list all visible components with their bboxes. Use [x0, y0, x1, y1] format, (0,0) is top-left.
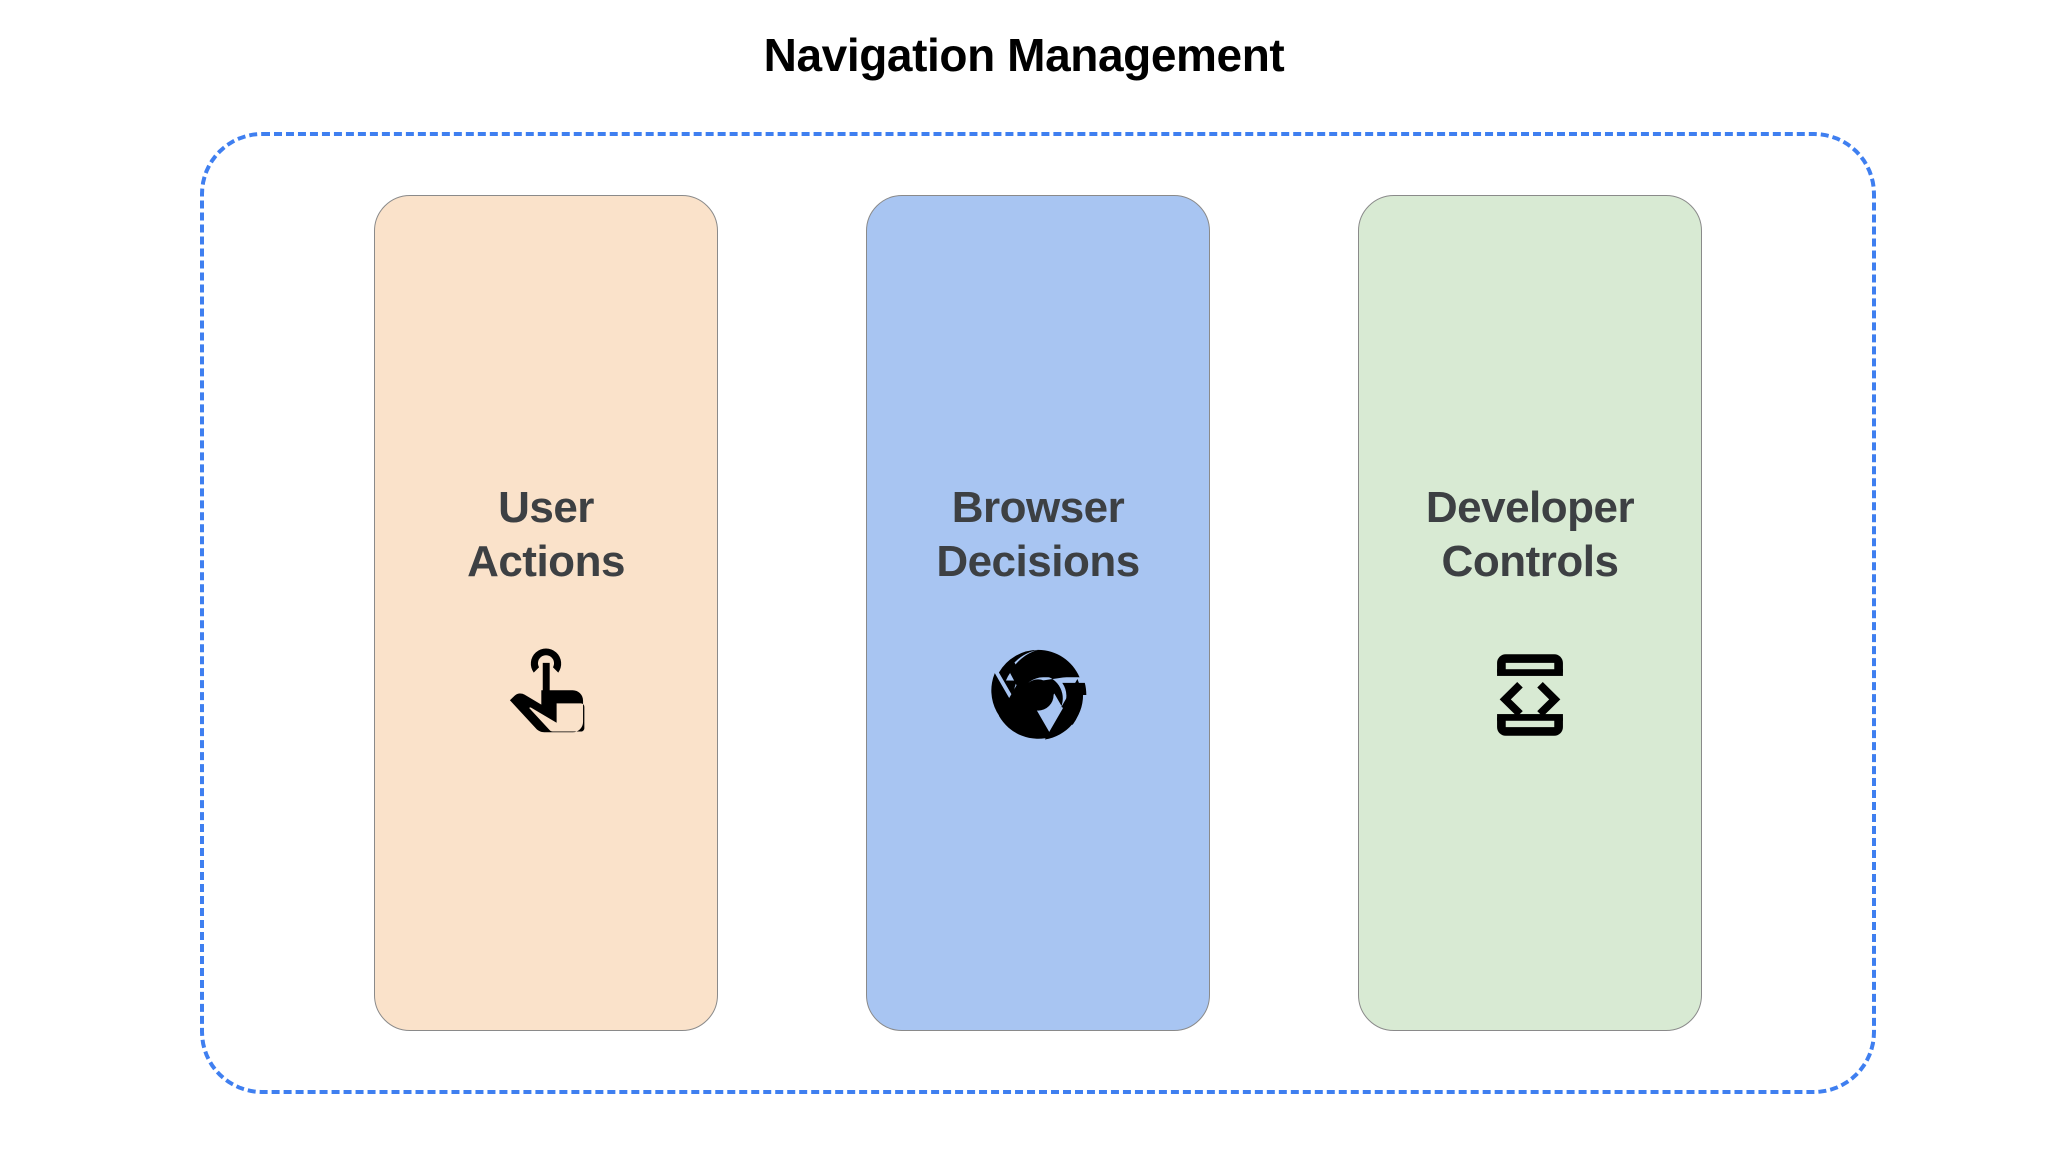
- page-title: Navigation Management: [763, 29, 1285, 81]
- card-browser-decisions[interactable]: Browser Decisions: [866, 195, 1210, 1031]
- card-developer-controls-label-line1: Developer: [1425, 483, 1635, 533]
- card-user-actions-label-line2: Actions: [467, 537, 625, 586]
- card-browser-decisions-label-line1: Browser: [951, 483, 1125, 533]
- card-user-actions-label: User Actions: [375, 118, 717, 952]
- card-developer-controls-label: Developer Controls: [1359, 118, 1701, 952]
- developer-mode-device-icon: [1359, 643, 1701, 747]
- cards-row: User Actions Browser Decisions: [200, 132, 1876, 1094]
- card-user-actions-label-line1: User: [498, 483, 594, 533]
- card-browser-decisions-label-line2: Decisions: [936, 537, 1140, 586]
- chrome-logo-icon: [867, 643, 1209, 747]
- card-developer-controls-label-line2: Controls: [1441, 537, 1619, 586]
- touch-app-icon: [375, 643, 717, 747]
- navigation-management-group-container: [200, 132, 1876, 1094]
- card-developer-controls[interactable]: Developer Controls: [1358, 195, 1702, 1031]
- card-browser-decisions-label: Browser Decisions: [867, 118, 1209, 952]
- card-user-actions[interactable]: User Actions: [374, 195, 718, 1031]
